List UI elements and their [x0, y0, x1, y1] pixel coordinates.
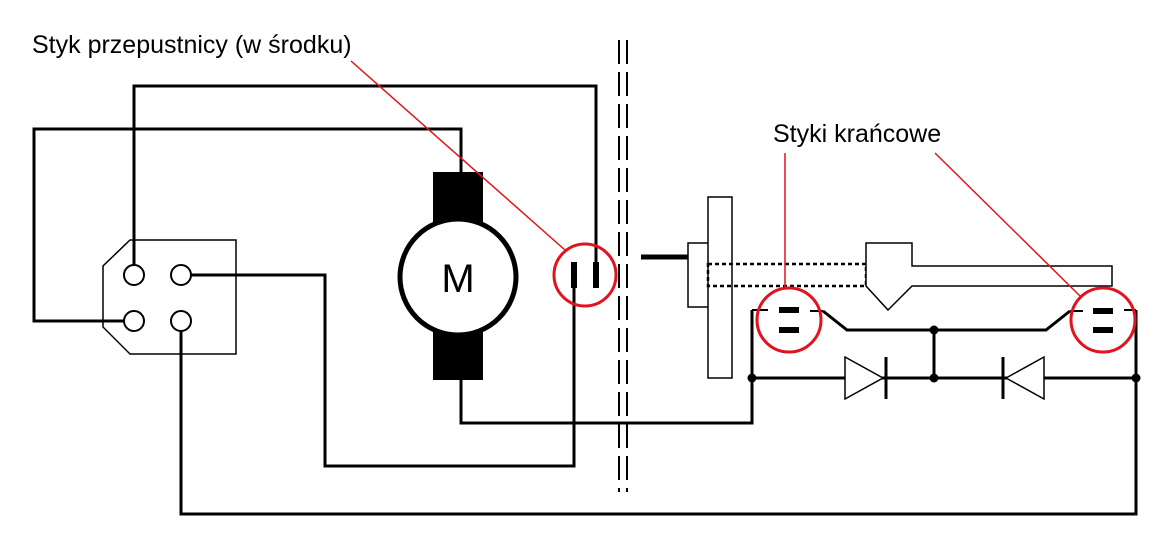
- motor-housing: [397, 216, 519, 338]
- junctions: [747, 325, 1141, 383]
- motor-label: M: [441, 257, 474, 301]
- connector-pin: [170, 264, 192, 286]
- throttle-contact: [571, 262, 599, 288]
- end-plate: [707, 196, 733, 379]
- limit-switch-right-highlight: [1069, 286, 1137, 354]
- diode-left: [844, 355, 888, 401]
- junction-dot: [929, 373, 939, 383]
- wire-to-throttle-left: [191, 273, 576, 468]
- throttle-contact-highlight: [552, 242, 618, 308]
- junction-dot: [747, 373, 757, 383]
- limit-switch-left: [752, 307, 823, 333]
- wire-motor-bottom: [459, 310, 754, 425]
- junction-dot: [1131, 373, 1141, 383]
- wires: [32, 84, 1138, 516]
- connector-pin: [123, 310, 145, 332]
- diode-right: [1001, 355, 1045, 401]
- limit-switch-right: [1070, 308, 1136, 333]
- switch-link: [822, 309, 1071, 332]
- connector-pin: [123, 264, 145, 286]
- cam-slider: [865, 242, 1113, 312]
- limit-leader-line-right: [934, 152, 1081, 297]
- limit-switch-left-highlight: [755, 286, 823, 354]
- junction-dot: [929, 325, 939, 335]
- motor: [397, 172, 519, 380]
- throttle-contact-label: Styk przepustnicy (w środku): [32, 31, 352, 59]
- connector-plug: [102, 239, 237, 355]
- connector-outline: [102, 239, 237, 355]
- actuator-mechanism: [641, 196, 1113, 379]
- housing-separator: [618, 40, 628, 492]
- wire-bottom-return: [179, 310, 1138, 516]
- throttle-leader-line: [350, 60, 566, 251]
- wire-to-motor-top: [32, 127, 463, 323]
- shaft-hub: [687, 242, 710, 308]
- highlights: [350, 60, 1137, 354]
- connector-pin: [170, 310, 192, 332]
- limit-contacts-label: Styki krańcowe: [773, 120, 942, 148]
- wire-to-throttle-right: [132, 84, 598, 265]
